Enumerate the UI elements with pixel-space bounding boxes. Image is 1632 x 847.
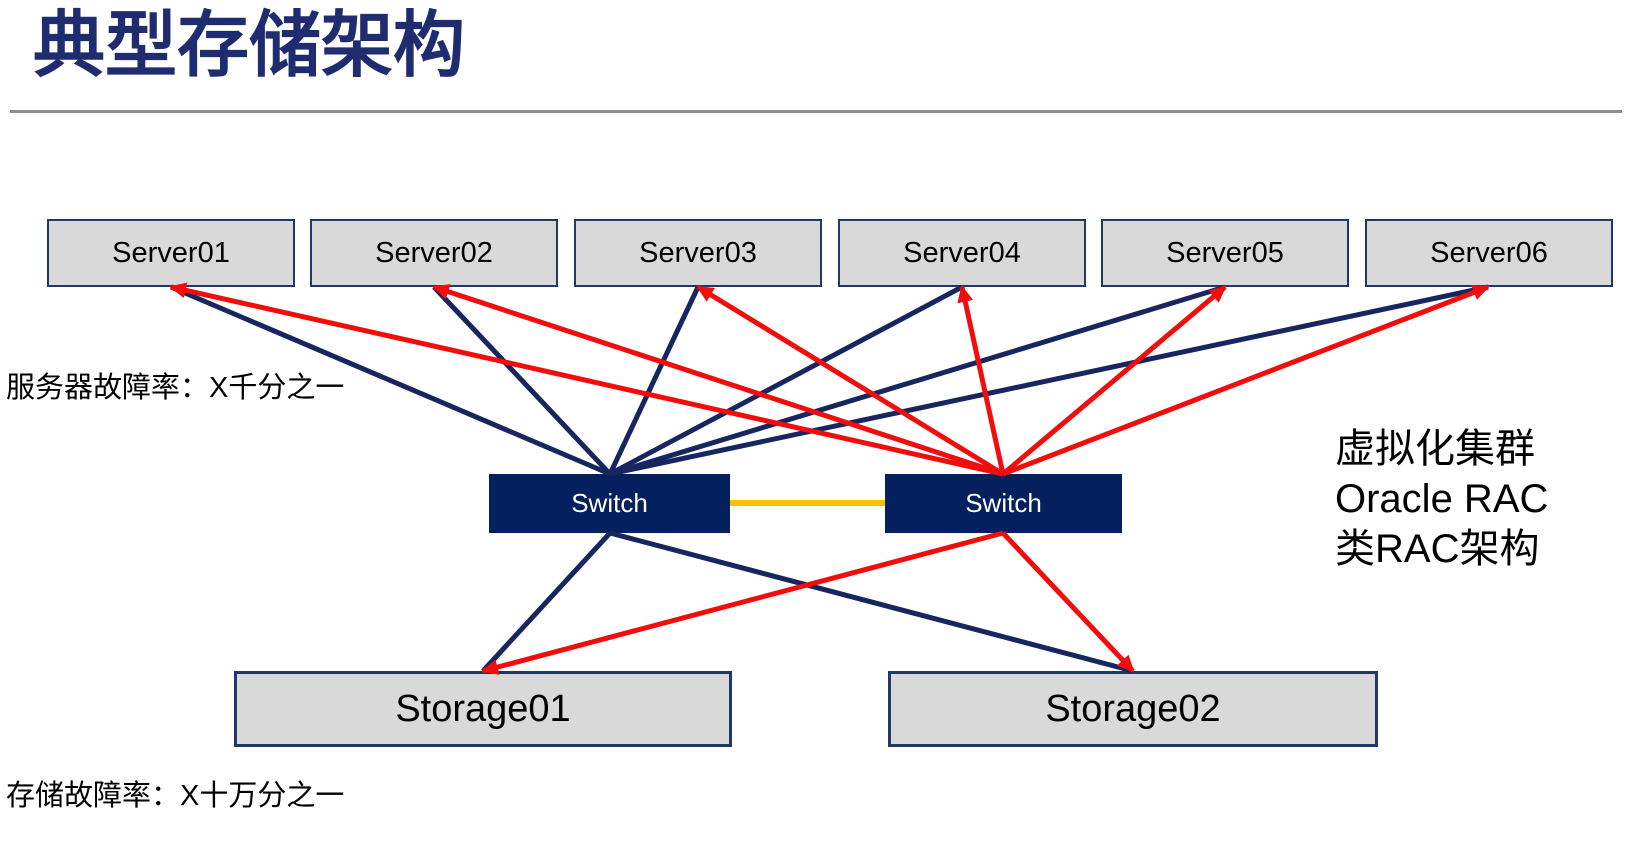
server-failure-rate-note: 服务器故障率：X千分之一 xyxy=(6,372,345,404)
link-server03-switch-left xyxy=(607,285,701,476)
node-server02: Server02 xyxy=(310,219,558,287)
link-switch-right-storage01 xyxy=(481,530,1004,675)
link-switch-right-server03 xyxy=(696,284,1005,477)
node-switch-right: Switch xyxy=(885,474,1122,533)
node-server06: Server06 xyxy=(1365,219,1613,287)
node-switch-left: Switch xyxy=(489,474,730,533)
node-storage02: Storage02 xyxy=(888,671,1378,747)
link-switch-left-storage01 xyxy=(481,531,612,673)
title-divider-line xyxy=(10,110,1622,113)
storage-failure-rate-note: 存储故障率：X十万分之一 xyxy=(6,780,345,812)
cluster-note-line3: 类RAC架构 xyxy=(1335,527,1540,571)
node-server03: Server03 xyxy=(574,219,822,287)
cluster-note: 虚拟化集群 Oracle RAC 类RAC架构 xyxy=(1335,424,1548,574)
link-switch-right-storage02 xyxy=(1001,531,1135,673)
node-server01: Server01 xyxy=(47,219,295,287)
link-server02-switch-left xyxy=(432,285,612,476)
link-switch-right-server05 xyxy=(1001,285,1227,476)
node-server05: Server05 xyxy=(1101,219,1349,287)
link-server05-switch-left xyxy=(609,284,1226,477)
node-server04: Server04 xyxy=(838,219,1086,287)
link-switch-right-server04 xyxy=(957,285,1006,475)
cluster-note-line1: 虚拟化集群 xyxy=(1335,427,1535,471)
link-switch-right-server02 xyxy=(432,284,1004,477)
cluster-note-line2: Oracle RAC xyxy=(1335,477,1549,521)
node-storage01: Storage01 xyxy=(234,671,732,747)
link-server04-switch-left xyxy=(608,284,964,477)
page-title: 典型存储架构 xyxy=(33,6,466,86)
link-switch-left-storage02 xyxy=(609,530,1134,674)
